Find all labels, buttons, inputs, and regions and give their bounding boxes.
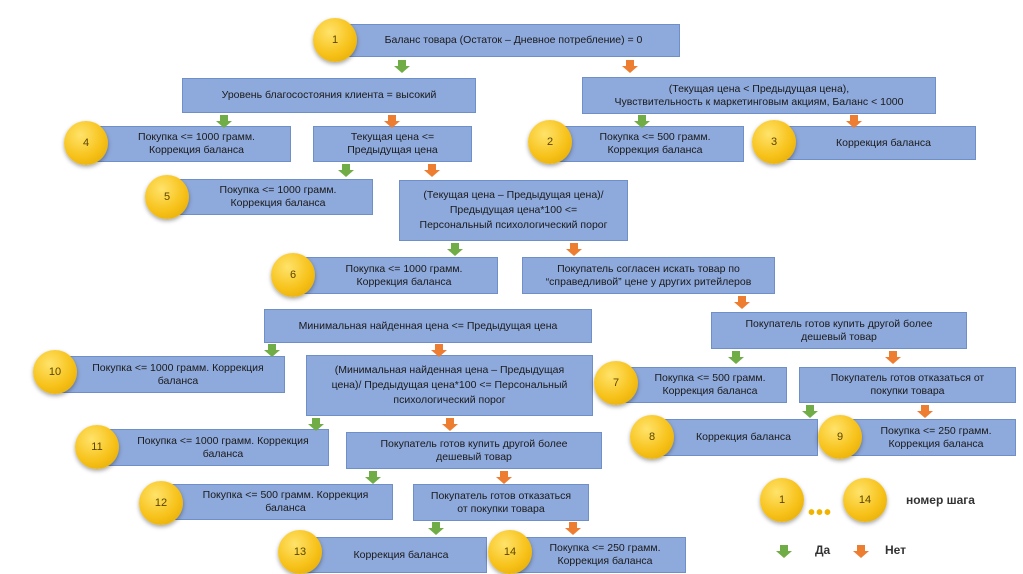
step-9-text: Покупка <= 250 грамм. Коррекция баланса xyxy=(880,424,992,450)
step-2-text: Покупка <= 500 грамм. Коррекция баланса xyxy=(599,131,711,156)
min-price-condition-text: Минимальная найденная цена <= Предыдущая… xyxy=(298,319,558,332)
search-other-retailers-text: Покупатель согласен искать товар по “спр… xyxy=(545,262,752,288)
legend-ellipsis: ••• xyxy=(808,502,833,524)
step-11-box: Покупка <= 1000 грамм. Коррекция баланса xyxy=(107,429,329,466)
refuse-purchase-2-text: Покупатель готов отказаться от покупки т… xyxy=(430,489,572,515)
step-9-circle: 9 xyxy=(818,415,862,459)
step-6-box: Покупка <= 1000 грамм. Коррекция баланса xyxy=(300,257,498,294)
step-4-circle: 4 xyxy=(64,121,108,165)
step-1-circle: 1 xyxy=(313,18,357,62)
step-14-text: Покупка <= 250 грамм. Коррекция баланса xyxy=(549,542,661,567)
step-2-circle: 2 xyxy=(528,120,572,164)
legend-no-label: Нет xyxy=(885,543,907,557)
threshold-2-box: (Минимальная найденная цена – Предыдущая… xyxy=(306,355,593,416)
cheaper-product-1-text: Покупатель готов купить другой более деш… xyxy=(745,317,933,343)
search-other-retailers-box: Покупатель согласен искать товар по “спр… xyxy=(522,257,775,294)
step-11-text: Покупка <= 1000 грамм. Коррекция баланса xyxy=(137,434,309,460)
step-8-circle: 8 xyxy=(630,415,674,459)
step-1-box: Баланс товара (Остаток – Дневное потребл… xyxy=(337,24,680,57)
step-4-text: Покупка <= 1000 грамм. Коррекция баланса xyxy=(138,131,255,156)
step-5-box: Покупка <= 1000 грамм. Коррекция баланса xyxy=(173,179,373,215)
step-12-circle: 12 xyxy=(139,481,183,525)
step-10-box: Покупка <= 1000 грамм. Коррекция баланса xyxy=(61,356,285,393)
legend-step-last-circle: 14 xyxy=(843,478,887,522)
current-le-previous-text: Текущая цена <= Предыдущая цена xyxy=(347,131,438,156)
step-10-circle: 10 xyxy=(33,350,77,394)
step-14-circle: 14 xyxy=(488,530,532,574)
step-7-text: Покупка <= 500 грамм. Коррекция баланса xyxy=(654,372,766,397)
wealth-condition-box: Уровень благосостояния клиента = высокий xyxy=(182,78,476,113)
price-drop-condition-text: (Текущая цена < Предыдущая цена), Чувств… xyxy=(614,82,904,108)
step-8-text: Коррекция баланса xyxy=(695,431,792,443)
step-6-text: Покупка <= 1000 грамм. Коррекция баланса xyxy=(345,262,463,288)
cheaper-product-2-box: Покупатель готов купить другой более деш… xyxy=(346,432,602,469)
step-3-text: Коррекция баланса xyxy=(835,136,932,149)
step-7-circle: 7 xyxy=(594,361,638,405)
legend-step-label: номер шага xyxy=(906,493,975,507)
step-6-circle: 6 xyxy=(271,253,315,297)
step-13-circle: 13 xyxy=(278,530,322,574)
refuse-purchase-2-box: Покупатель готов отказаться от покупки т… xyxy=(413,484,589,521)
step-12-box: Покупка <= 500 грамм. Коррекция баланса xyxy=(168,484,393,520)
refuse-purchase-1-text: Покупатель готов отказаться от покупки т… xyxy=(830,372,985,397)
step-13-text: Коррекция баланса xyxy=(353,548,449,561)
step-4-box: Покупка <= 1000 грамм. Коррекция баланса xyxy=(92,126,291,162)
step-3-circle: 3 xyxy=(752,120,796,164)
legend-step-first-circle: 1 xyxy=(760,478,804,522)
step-2-box: Покупка <= 500 грамм. Коррекция баланса xyxy=(556,126,744,162)
step-10-text: Покупка <= 1000 грамм. Коррекция баланса xyxy=(92,361,264,387)
price-drop-condition-box: (Текущая цена < Предыдущая цена), Чувств… xyxy=(582,77,936,114)
current-le-previous-box: Текущая цена <= Предыдущая цена xyxy=(313,126,472,162)
step-5-text: Покупка <= 1000 грамм. Коррекция баланса xyxy=(219,184,337,209)
step-3-box: Коррекция баланса xyxy=(781,126,976,160)
step-8-box: Коррекция баланса xyxy=(659,419,818,456)
threshold-1-text: (Текущая цена – Предыдущая цена)/ Предыд… xyxy=(419,189,608,231)
step-5-circle: 5 xyxy=(145,175,189,219)
step-12-text: Покупка <= 500 грамм. Коррекция баланса xyxy=(202,489,369,514)
threshold-2-text: (Минимальная найденная цена – Предыдущая… xyxy=(331,364,568,406)
cheaper-product-1-box: Покупатель готов купить другой более деш… xyxy=(711,312,967,349)
threshold-1-box: (Текущая цена – Предыдущая цена)/ Предыд… xyxy=(399,180,628,241)
min-price-condition-box: Минимальная найденная цена <= Предыдущая… xyxy=(264,309,592,343)
step-13-box: Коррекция баланса xyxy=(305,537,487,573)
step-11-circle: 11 xyxy=(75,425,119,469)
step-9-box: Покупка <= 250 грамм. Коррекция баланса xyxy=(846,419,1016,456)
step-14-box: Покупка <= 250 грамм. Коррекция баланса xyxy=(514,537,686,573)
refuse-purchase-1-box: Покупатель готов отказаться от покупки т… xyxy=(799,367,1016,403)
step-7-box: Покупка <= 500 грамм. Коррекция баланса xyxy=(623,367,787,403)
legend-yes-label: Да xyxy=(815,543,831,557)
step-1-text: Баланс товара (Остаток – Дневное потребл… xyxy=(384,34,643,46)
wealth-condition-text: Уровень благосостояния клиента = высокий xyxy=(221,89,437,101)
cheaper-product-2-text: Покупатель готов купить другой более деш… xyxy=(380,437,568,463)
